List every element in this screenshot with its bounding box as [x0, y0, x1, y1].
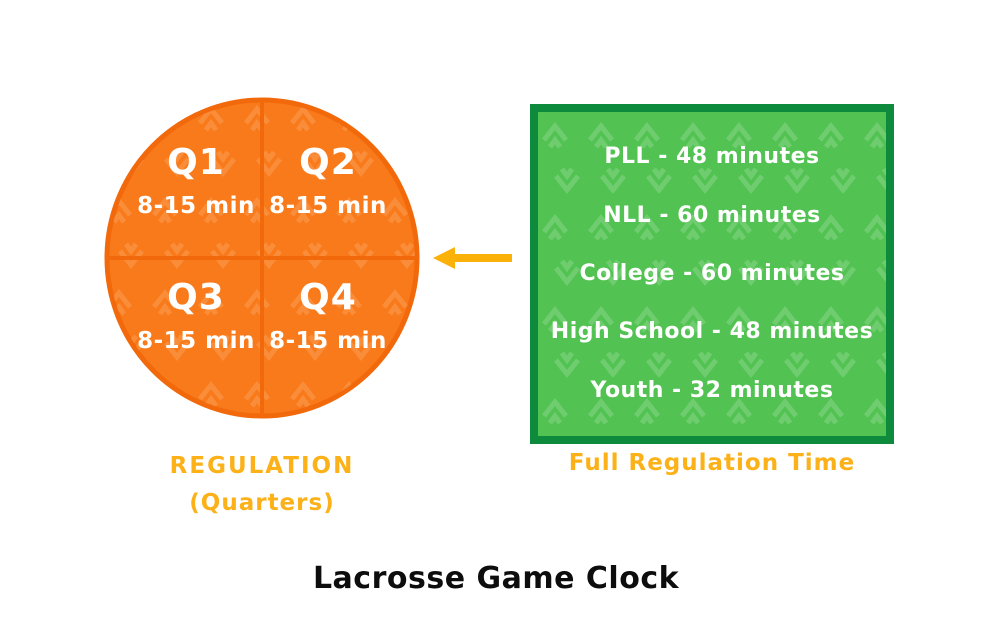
quarter-q3: Q3 8-15 min: [116, 276, 276, 356]
quarter-q2-duration: 8-15 min: [269, 193, 387, 219]
list-item-pll: PLL - 48 minutes: [604, 144, 820, 170]
list-item-nll: NLL - 60 minutes: [603, 202, 821, 228]
page-title: Lacrosse Game Clock: [312, 561, 680, 596]
left-arrow-icon: [433, 247, 512, 269]
greenbox-pattern-graphic: [538, 112, 886, 436]
quarter-q4-duration: 8-15 min: [269, 328, 387, 354]
regulation-quarters-caption: REGULATION (Quarters): [102, 448, 422, 522]
quarter-q4: Q4 8-15 min: [248, 276, 408, 356]
quarters-circle-graphic: [104, 97, 420, 419]
full-regulation-time-caption: Full Regulation Time: [568, 450, 856, 476]
quarter-q2-label: Q2: [299, 142, 357, 183]
quarters-clock-diagram: Q1 8-15 min Q2 8-15 min Q3 8-15 min Q4 8…: [102, 95, 422, 421]
full-regulation-time-box: PLL - 48 minutes NLL - 60 minutes Colleg…: [530, 104, 894, 444]
list-item-youth: Youth - 32 minutes: [590, 377, 834, 403]
quarter-q1-label: Q1: [167, 142, 225, 183]
quarter-q3-label: Q3: [167, 277, 225, 318]
quarter-q1-duration: 8-15 min: [137, 193, 255, 219]
list-item-college: College - 60 minutes: [579, 260, 845, 286]
regulation-caption-line1: REGULATION: [169, 453, 355, 479]
regulation-caption-line2: (Quarters): [189, 490, 335, 516]
regulation-times-list: PLL - 48 minutes NLL - 60 minutes Colleg…: [538, 112, 886, 436]
list-item-high-school: High School - 48 minutes: [550, 319, 874, 345]
quarter-q1: Q1 8-15 min: [116, 141, 276, 221]
quarter-q4-label: Q4: [299, 277, 357, 318]
quarter-q3-duration: 8-15 min: [137, 328, 255, 354]
quarter-q2: Q2 8-15 min: [248, 141, 408, 221]
